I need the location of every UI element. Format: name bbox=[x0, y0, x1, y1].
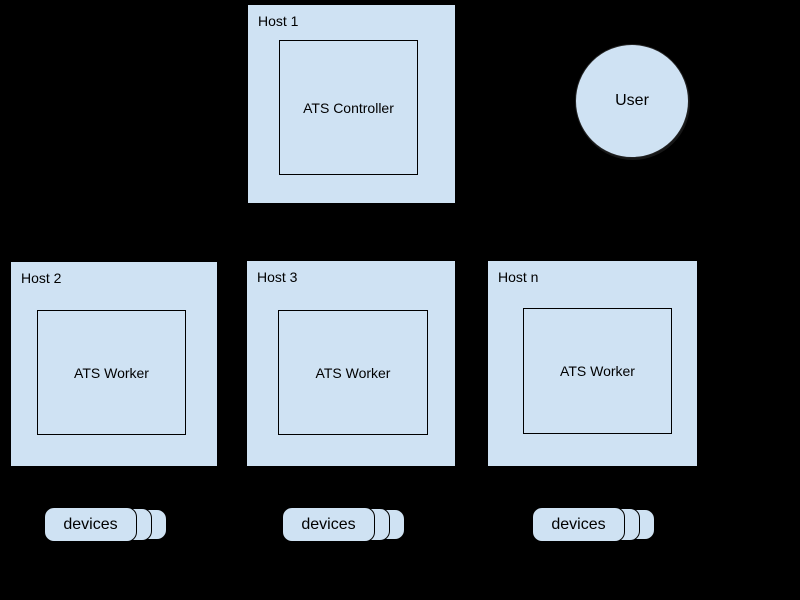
ats-worker-node: ATS Worker bbox=[523, 308, 672, 434]
host2-label: Host 2 bbox=[21, 270, 62, 286]
user-node: User bbox=[575, 44, 689, 158]
host3-label: Host 3 bbox=[257, 269, 298, 285]
devices-stack: devices bbox=[282, 507, 406, 543]
host2-node: Host 2 ATS Worker bbox=[11, 262, 217, 466]
host3-node: Host 3 ATS Worker bbox=[247, 261, 455, 466]
devices-node: devices bbox=[532, 507, 625, 542]
devices-node: devices bbox=[282, 507, 375, 542]
ats-worker-node: ATS Worker bbox=[278, 310, 428, 435]
devices-stack: devices bbox=[44, 507, 168, 543]
devices-node: devices bbox=[44, 507, 137, 542]
ats-controller-node: ATS Controller bbox=[279, 40, 418, 175]
devices-stack: devices bbox=[532, 507, 656, 543]
host1-node: Host 1 ATS Controller bbox=[248, 5, 455, 203]
host1-label: Host 1 bbox=[258, 13, 299, 29]
hostn-label: Host n bbox=[498, 269, 539, 285]
ats-worker-node: ATS Worker bbox=[37, 310, 186, 435]
hostn-node: Host n ATS Worker bbox=[488, 261, 697, 466]
